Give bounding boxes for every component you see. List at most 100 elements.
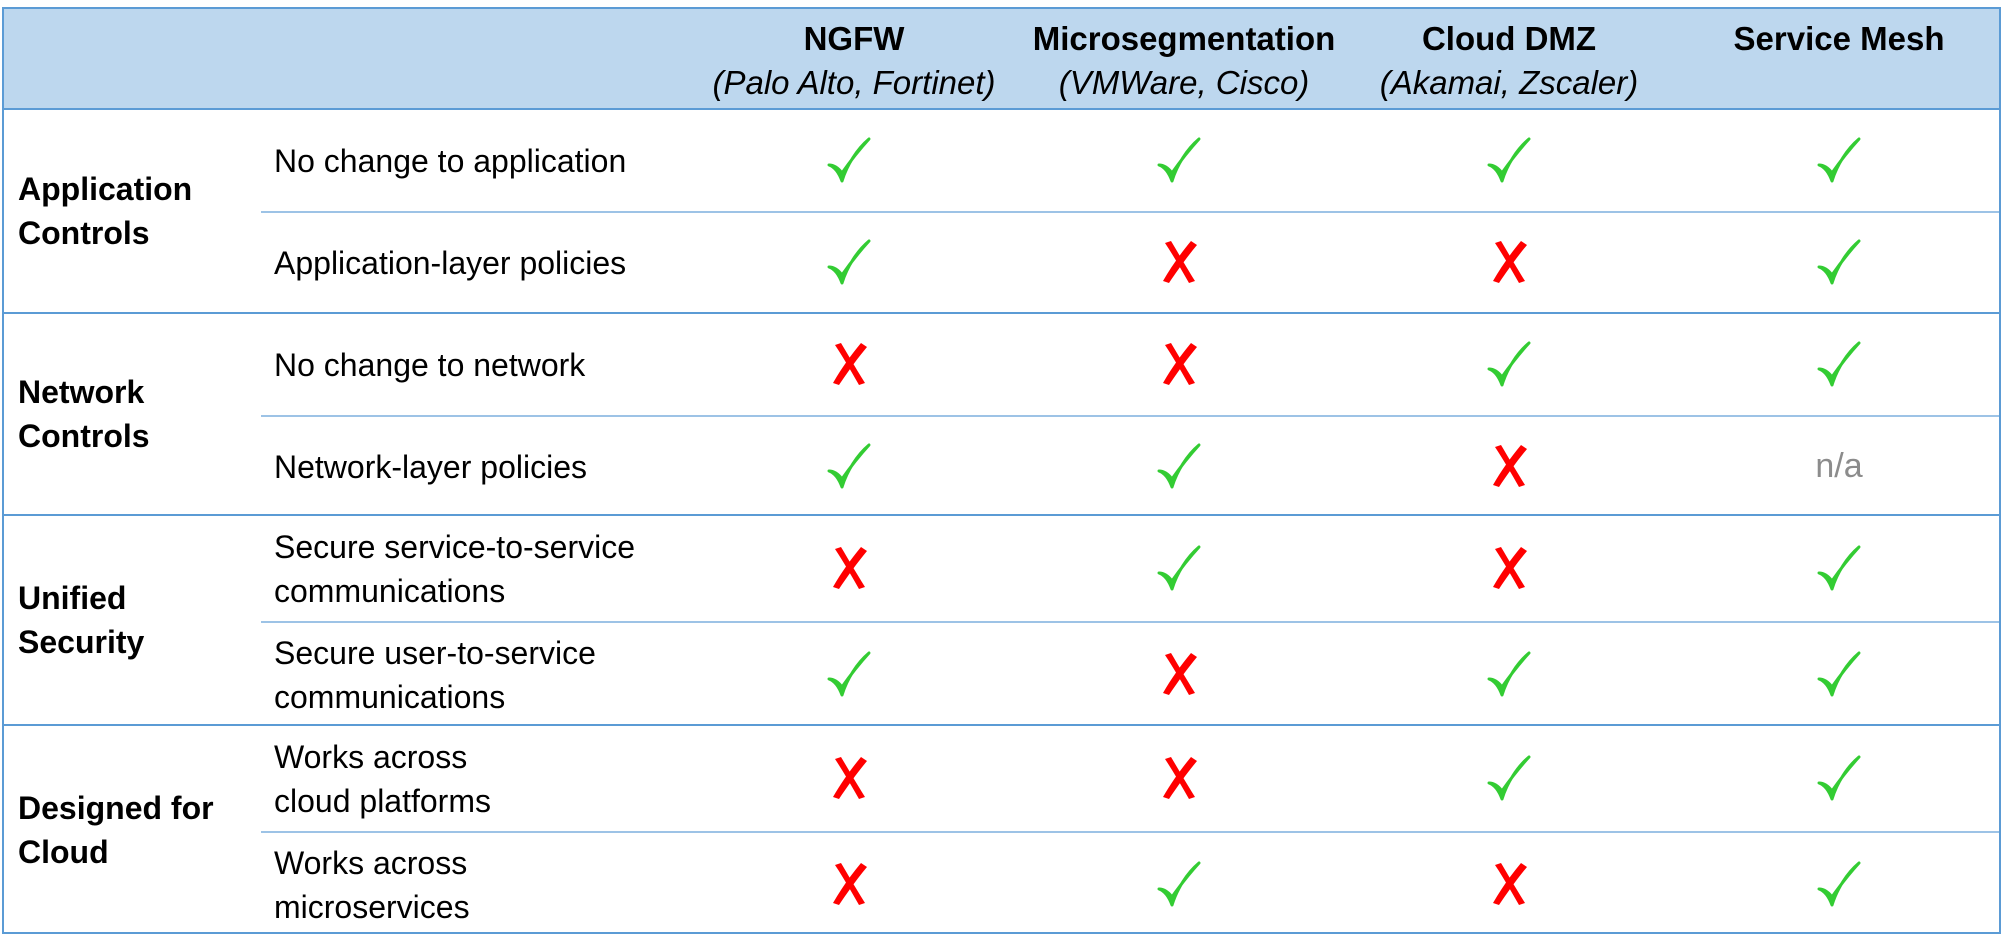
cross-icon [1163, 756, 1197, 799]
status-cell [1739, 314, 1939, 415]
status-cell [1409, 833, 1609, 936]
group-label: Unified Security [18, 580, 145, 660]
checkmark-icon [1157, 545, 1201, 590]
cross-icon [833, 342, 867, 385]
comparison-table: NGFW (Palo Alto, Fortinet) Microsegmenta… [2, 7, 2001, 934]
table-row: Network-layer policies n/a [261, 415, 1999, 516]
feature-label: No change to network [274, 346, 586, 383]
feature-label: Works across cloud platforms [274, 738, 491, 819]
checkmark-icon [827, 239, 871, 284]
table-row: Works across microservices [261, 831, 1999, 936]
checkmark-icon [1817, 137, 1861, 182]
cross-icon [833, 546, 867, 589]
column-name: NGFW [803, 20, 905, 57]
status-cell: n/a [1739, 417, 1939, 516]
cross-icon [1163, 342, 1197, 385]
status-cell [1739, 110, 1939, 211]
table-row: Secure user-to-service communications [261, 621, 1999, 726]
checkmark-icon [827, 137, 871, 182]
status-cell [1079, 314, 1279, 415]
column-name: Service Mesh [1733, 20, 1945, 57]
cross-icon [1493, 546, 1527, 589]
status-cell [749, 516, 949, 621]
status-cell [1079, 417, 1279, 516]
status-cell [1409, 314, 1609, 415]
status-cell [1409, 417, 1609, 516]
column-vendors: (VMWare, Cisco) [1058, 64, 1310, 101]
column-name: Microsegmentation [1032, 20, 1336, 57]
group-label: Designed for Cloud [18, 790, 214, 870]
checkmark-icon [1817, 341, 1861, 386]
checkmark-icon [1487, 651, 1531, 696]
column-header-cloud-dmz: Cloud DMZ (Akamai, Zscaler) [1354, 17, 1664, 107]
column-header-ngfw: NGFW (Palo Alto, Fortinet) [694, 17, 1014, 107]
row-group: Application Controls No change to applica… [4, 110, 1999, 312]
status-cell [1409, 110, 1609, 211]
column-vendors: (Akamai, Zscaler) [1379, 64, 1639, 101]
status-cell [749, 417, 949, 516]
checkmark-icon [1487, 137, 1531, 182]
status-cell [1409, 516, 1609, 621]
status-cell [1409, 726, 1609, 831]
column-header-microsegmentation: Microsegmentation (VMWare, Cisco) [1014, 17, 1354, 107]
table-row: Works across cloud platforms [4, 726, 1999, 831]
status-cell [749, 110, 949, 211]
status-cell [1079, 623, 1279, 726]
status-cell [1739, 833, 1939, 936]
feature-label: No change to application [274, 142, 627, 179]
checkmark-icon [1817, 239, 1861, 284]
cross-icon [833, 756, 867, 799]
group-label: Application Controls [18, 171, 193, 251]
status-cell [1739, 623, 1939, 726]
table-row: No change to application [4, 110, 1999, 211]
cross-icon [1493, 862, 1527, 905]
feature-label: Network-layer policies [274, 448, 587, 485]
status-cell [749, 213, 949, 312]
group-label: Network Controls [18, 374, 150, 454]
table-row: Secure service-to-service communications [4, 516, 1999, 621]
cross-icon [1163, 652, 1197, 695]
column-vendors: (Palo Alto, Fortinet) [712, 64, 996, 101]
table-header: NGFW (Palo Alto, Fortinet) Microsegmenta… [4, 9, 1999, 110]
status-cell [1079, 213, 1279, 312]
status-cell [749, 314, 949, 415]
feature-label: Works across microservices [274, 844, 470, 925]
column-name: Cloud DMZ [1421, 20, 1597, 57]
cross-icon [1493, 240, 1527, 283]
checkmark-icon [1817, 651, 1861, 696]
status-cell [1739, 213, 1939, 312]
feature-label: Application-layer policies [274, 244, 627, 281]
status-cell [1739, 726, 1939, 831]
checkmark-icon [1157, 137, 1201, 182]
status-cell [1079, 726, 1279, 831]
cross-icon [833, 862, 867, 905]
status-cell [749, 833, 949, 936]
checkmark-icon [1487, 341, 1531, 386]
row-group: Designed for Cloud Works across cloud pla… [4, 724, 1999, 934]
cross-icon [1493, 444, 1527, 487]
checkmark-icon [1157, 443, 1201, 488]
checkmark-icon [1817, 861, 1861, 906]
status-cell [1079, 110, 1279, 211]
not-applicable-text: n/a [1815, 447, 1863, 485]
status-cell [1079, 833, 1279, 936]
column-header-service-mesh: Service Mesh [1684, 17, 1994, 107]
checkmark-icon [827, 651, 871, 696]
status-cell [1409, 213, 1609, 312]
checkmark-icon [1817, 755, 1861, 800]
status-cell [1739, 516, 1939, 621]
table-row: Application-layer policies [261, 211, 1999, 312]
table-row: No change to network [4, 314, 1999, 415]
status-cell [1079, 516, 1279, 621]
status-cell [749, 623, 949, 726]
checkmark-icon [1157, 861, 1201, 906]
checkmark-icon [1487, 755, 1531, 800]
status-cell [1409, 623, 1609, 726]
cross-icon [1163, 240, 1197, 283]
checkmark-icon [827, 443, 871, 488]
feature-label: Secure user-to-service communications [274, 634, 596, 715]
checkmark-icon [1817, 545, 1861, 590]
status-cell [749, 726, 949, 831]
